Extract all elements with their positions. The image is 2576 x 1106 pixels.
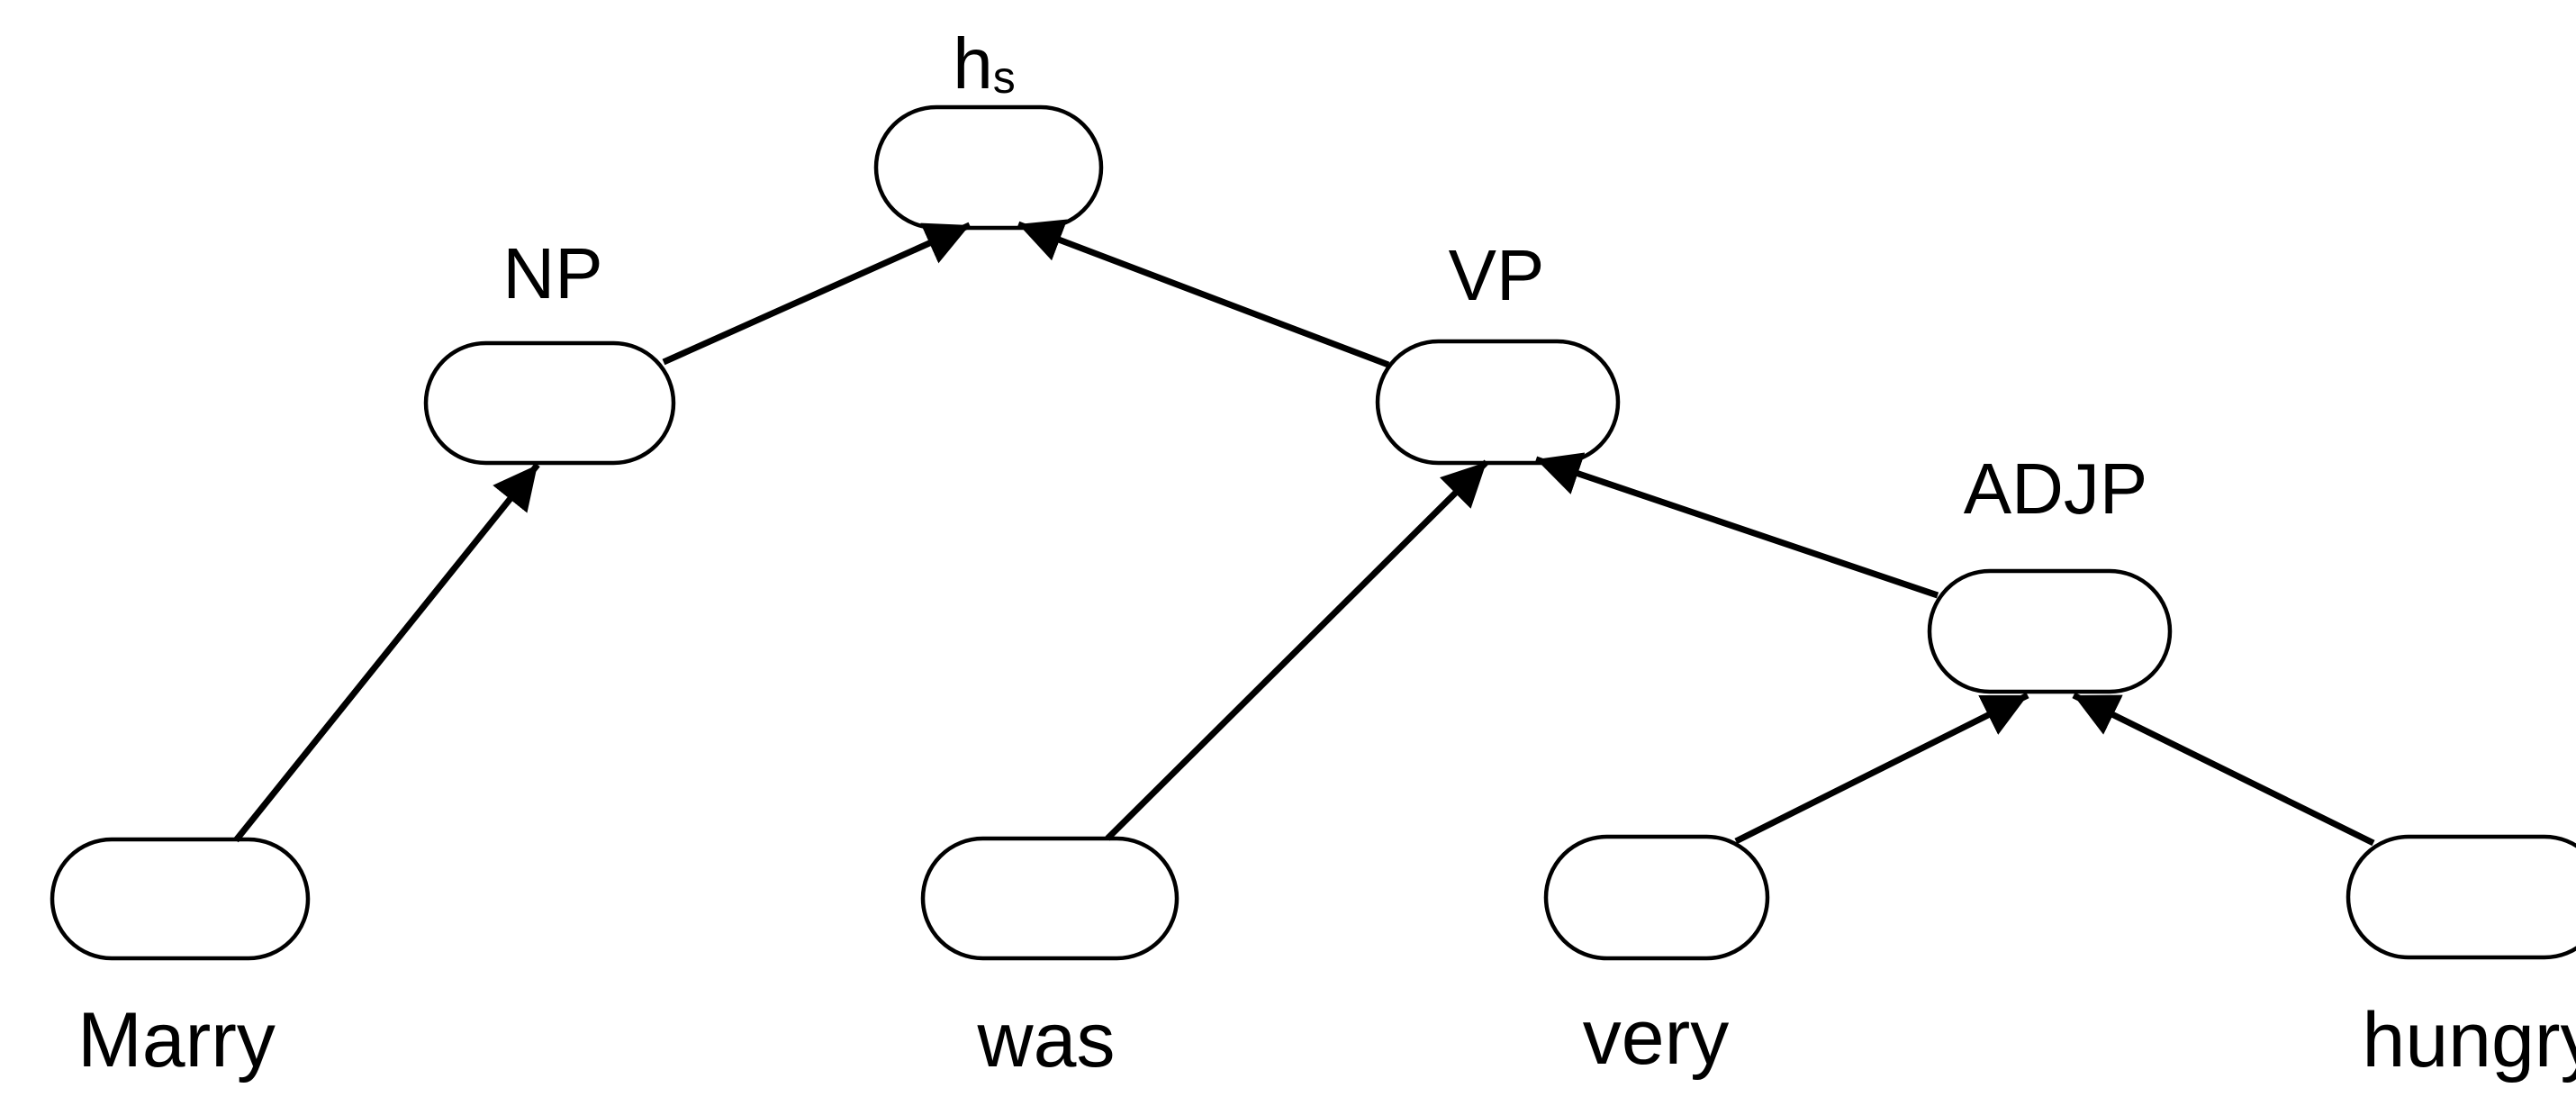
tree-node-leaf-hungry xyxy=(2346,834,2576,960)
tree-node-hs xyxy=(873,104,1104,231)
node-label-text-np: NP xyxy=(502,233,602,313)
edge-leaf-was-to-vp xyxy=(1105,459,1489,841)
edge-adjp-to-vp xyxy=(1534,452,1939,599)
node-label-np: NP xyxy=(502,233,602,313)
node-label-subscript-hs: s xyxy=(993,52,1016,103)
word-leaf-marry: Marry xyxy=(77,997,276,1083)
tree-node-np xyxy=(423,340,676,466)
word-leaf-very: very xyxy=(1583,994,1729,1081)
node-label-adjp: ADJP xyxy=(1964,449,2148,529)
node-label-vp: VP xyxy=(1449,235,1545,315)
tree-node-leaf-very xyxy=(1543,834,1770,961)
tree-node-leaf-marry xyxy=(50,837,311,961)
tree-node-leaf-was xyxy=(920,836,1180,961)
edge-leaf-marry-to-np xyxy=(233,462,540,843)
edge-vp-to-hs xyxy=(1017,219,1390,368)
edge-leaf-very-to-adjp xyxy=(1734,692,2029,845)
tree-node-adjp xyxy=(1927,568,2173,694)
node-label-text-vp: VP xyxy=(1449,235,1545,315)
node-label-text-hs: h xyxy=(953,23,993,104)
word-leaf-hungry: hungry xyxy=(2363,997,2576,1083)
tree-node-vp xyxy=(1375,339,1621,466)
node-label-text-adjp: ADJP xyxy=(1964,449,2148,529)
edge-np-to-hs xyxy=(662,222,972,366)
edge-leaf-hungry-to-adjp xyxy=(2072,692,2375,847)
node-label-hs: hs xyxy=(953,23,1016,104)
word-leaf-was: was xyxy=(977,997,1116,1083)
